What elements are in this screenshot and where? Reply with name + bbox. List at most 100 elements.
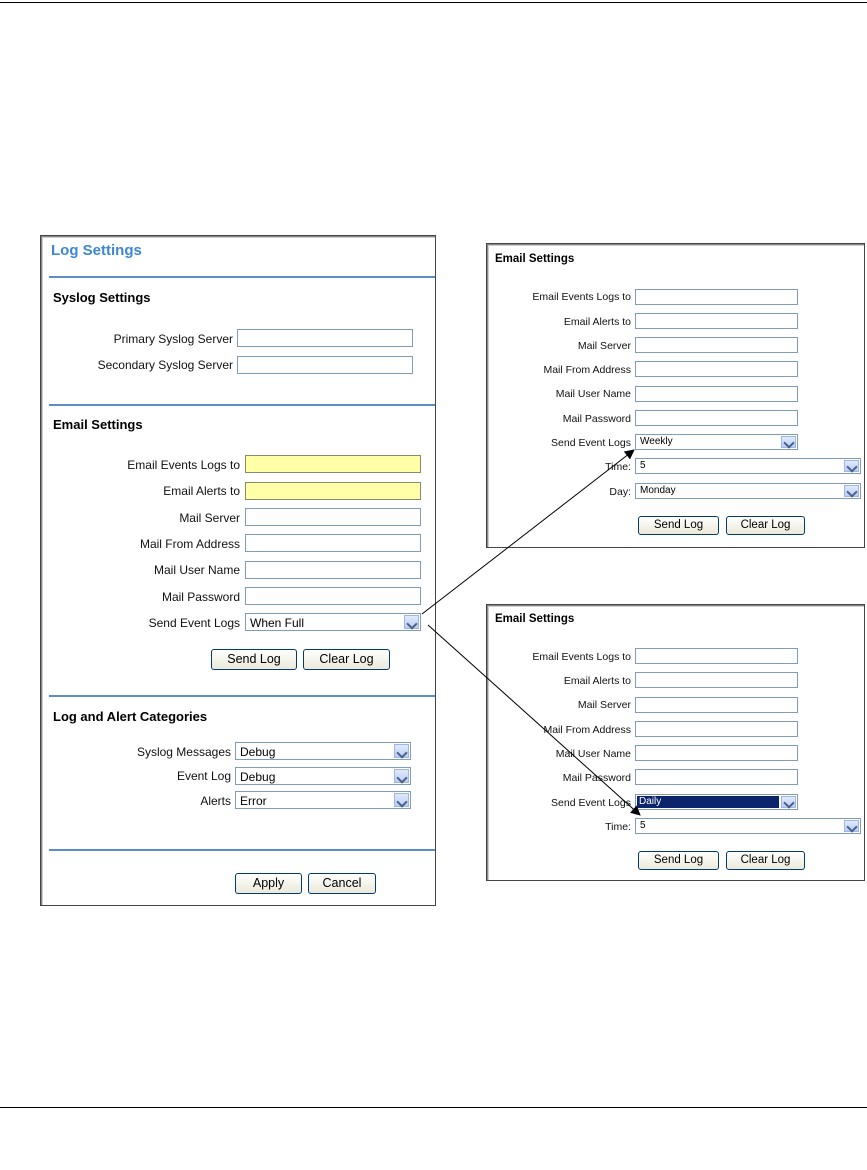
send-log-button[interactable]: Send Log bbox=[211, 649, 297, 670]
clear-log-button[interactable]: Clear Log bbox=[303, 649, 390, 670]
send-event-logs-value: Weekly bbox=[640, 436, 673, 447]
mail-password-label: Mail Password bbox=[161, 590, 240, 604]
chevron-down-icon[interactable] bbox=[844, 820, 859, 832]
mail-server-label: Mail Server bbox=[577, 699, 631, 711]
mail-from-field[interactable] bbox=[635, 721, 798, 737]
divider bbox=[49, 404, 435, 406]
clear-log-button[interactable]: Clear Log bbox=[726, 851, 805, 870]
top-page-rule bbox=[0, 2, 867, 3]
event-log-select[interactable]: Debug bbox=[235, 767, 411, 785]
email-alerts-field[interactable] bbox=[635, 672, 798, 688]
primary-syslog-label: Primary Syslog Server bbox=[113, 332, 233, 346]
email-settings-heading: Email Settings bbox=[53, 417, 143, 432]
chevron-down-icon[interactable] bbox=[844, 485, 859, 497]
time-select[interactable]: 5 bbox=[635, 458, 861, 474]
email-events-field[interactable] bbox=[635, 648, 798, 664]
day-select[interactable]: Monday bbox=[635, 483, 861, 499]
time-value: 5 bbox=[640, 820, 646, 831]
mail-from-label: Mail From Address bbox=[543, 724, 631, 736]
event-log-value: Debug bbox=[240, 770, 276, 784]
arrow-to-daily bbox=[427, 624, 641, 816]
divider bbox=[49, 695, 435, 697]
mail-server-field[interactable] bbox=[635, 697, 798, 713]
arrow-to-weekly bbox=[421, 449, 635, 615]
day-value: Monday bbox=[640, 485, 676, 496]
alerts-value: Error bbox=[240, 794, 267, 808]
mail-password-field[interactable] bbox=[635, 410, 798, 426]
log-alert-categories-heading: Log and Alert Categories bbox=[53, 709, 208, 724]
mail-server-label: Mail Server bbox=[179, 511, 240, 525]
chevron-down-icon[interactable] bbox=[844, 460, 859, 472]
email-alerts-label: Email Alerts to bbox=[163, 484, 240, 498]
mail-server-label: Mail Server bbox=[577, 340, 631, 352]
mail-from-label: Mail From Address bbox=[543, 364, 631, 376]
secondary-syslog-field[interactable] bbox=[237, 356, 413, 374]
send-event-logs-select[interactable]: Weekly bbox=[635, 434, 798, 450]
log-settings-window: Log Settings Syslog Settings Primary Sys… bbox=[40, 235, 436, 906]
send-event-logs-label: Send Event Logs bbox=[551, 437, 631, 449]
email-events-label: Email Events Logs to bbox=[127, 458, 240, 472]
email-events-label: Email Events Logs to bbox=[532, 291, 631, 303]
chevron-down-icon[interactable] bbox=[394, 769, 409, 783]
apply-button[interactable]: Apply bbox=[235, 873, 302, 894]
clear-log-button[interactable]: Clear Log bbox=[726, 516, 805, 535]
email-events-field[interactable] bbox=[635, 289, 798, 305]
mail-from-field[interactable] bbox=[635, 361, 798, 377]
mail-from-label: Mail From Address bbox=[139, 537, 240, 551]
mail-user-field[interactable] bbox=[635, 745, 798, 761]
syslog-settings-heading: Syslog Settings bbox=[53, 290, 151, 305]
mail-server-field[interactable] bbox=[635, 337, 798, 353]
email-alerts-field[interactable] bbox=[245, 482, 421, 500]
alerts-select[interactable]: Error bbox=[235, 791, 411, 809]
time-select[interactable]: 5 bbox=[635, 818, 861, 834]
secondary-syslog-label: Secondary Syslog Server bbox=[97, 358, 233, 372]
mail-server-field[interactable] bbox=[245, 508, 421, 526]
time-value: 5 bbox=[640, 460, 646, 471]
mail-user-label: Mail User Name bbox=[153, 563, 240, 577]
chevron-down-icon[interactable] bbox=[404, 615, 419, 629]
chevron-down-icon[interactable] bbox=[394, 793, 409, 807]
time-label: Time: bbox=[605, 821, 631, 833]
chevron-down-icon[interactable] bbox=[781, 796, 796, 808]
divider bbox=[49, 276, 435, 278]
chevron-down-icon[interactable] bbox=[394, 744, 409, 758]
send-event-logs-select[interactable]: Daily bbox=[635, 794, 798, 810]
email-events-label: Email Events Logs to bbox=[532, 651, 631, 663]
send-log-button[interactable]: Send Log bbox=[638, 516, 719, 535]
send-event-logs-label: Send Event Logs bbox=[551, 797, 631, 809]
daily-email-settings-window: Email Settings Email Events Logs to Emai… bbox=[486, 604, 865, 881]
mail-user-field[interactable] bbox=[245, 561, 421, 579]
weekly-email-settings-window: Email Settings Email Events Logs to Emai… bbox=[486, 243, 865, 548]
syslog-messages-value: Debug bbox=[240, 745, 276, 759]
email-alerts-label: Email Alerts to bbox=[563, 675, 631, 687]
send-log-button[interactable]: Send Log bbox=[638, 851, 719, 870]
email-settings-heading: Email Settings bbox=[495, 613, 575, 625]
mail-from-field[interactable] bbox=[245, 534, 421, 552]
email-alerts-label: Email Alerts to bbox=[563, 316, 631, 328]
page-title: Log Settings bbox=[51, 242, 142, 259]
alerts-label: Alerts bbox=[200, 794, 231, 808]
mail-user-field[interactable] bbox=[635, 386, 798, 402]
send-event-logs-value: Daily bbox=[637, 796, 779, 808]
email-settings-heading: Email Settings bbox=[495, 253, 575, 265]
primary-syslog-field[interactable] bbox=[237, 329, 413, 347]
mail-password-field[interactable] bbox=[635, 769, 798, 785]
event-log-label: Event Log bbox=[176, 769, 231, 783]
cancel-button[interactable]: Cancel bbox=[308, 873, 376, 894]
syslog-messages-label: Syslog Messages bbox=[136, 745, 231, 759]
bottom-page-rule bbox=[0, 1107, 867, 1108]
day-label: Day: bbox=[609, 486, 631, 498]
send-event-logs-select[interactable]: When Full bbox=[245, 613, 421, 631]
mail-password-field[interactable] bbox=[245, 587, 421, 605]
email-events-field[interactable] bbox=[245, 455, 421, 473]
email-alerts-field[interactable] bbox=[635, 313, 798, 329]
syslog-messages-select[interactable]: Debug bbox=[235, 742, 411, 760]
send-event-logs-label: Send Event Logs bbox=[148, 616, 240, 630]
mail-password-label: Mail Password bbox=[562, 413, 631, 425]
divider bbox=[49, 849, 435, 851]
chevron-down-icon[interactable] bbox=[781, 436, 796, 448]
mail-password-label: Mail Password bbox=[562, 772, 631, 784]
mail-user-label: Mail User Name bbox=[555, 388, 631, 400]
send-event-logs-value: When Full bbox=[250, 616, 305, 630]
